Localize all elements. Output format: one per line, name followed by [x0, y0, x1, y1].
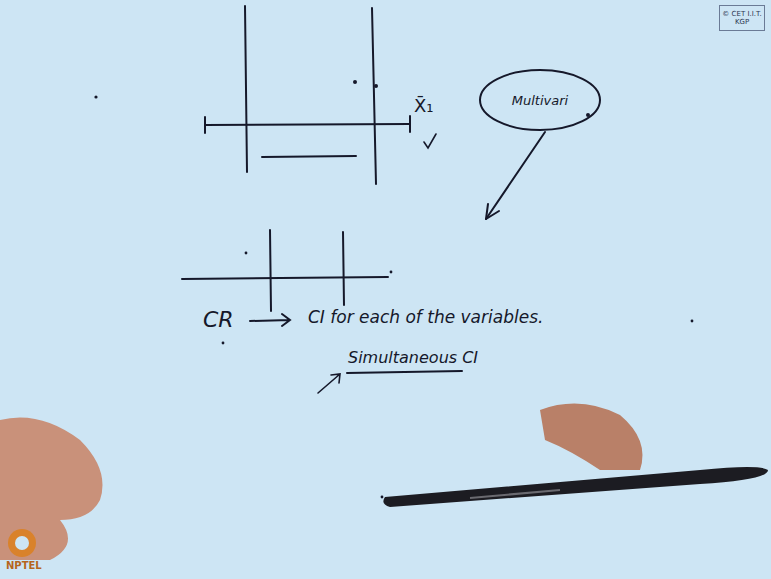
hand [0, 418, 103, 561]
implies-arrow [250, 314, 290, 326]
dot [222, 342, 225, 345]
dot [390, 271, 393, 274]
node-text: © CET I.I.T. KGP [722, 10, 762, 26]
copyright-box: © CET I.I.T. KGP [719, 5, 765, 31]
pointer-arrow [486, 132, 545, 219]
check-mark [424, 134, 436, 148]
interval-bound [343, 232, 344, 305]
variable-label: X̄₁ [414, 96, 434, 116]
interval-bound [245, 6, 247, 172]
short-interval [262, 156, 356, 157]
dot [381, 496, 384, 499]
dot [374, 84, 378, 88]
pen-clip [470, 490, 560, 498]
logo-mark [8, 529, 36, 557]
note-text: Simultaneous CI [348, 349, 478, 367]
logo-text: NPTEL [6, 560, 42, 571]
dot [245, 252, 248, 255]
underline [347, 371, 462, 373]
note-text: CI for each of the variables. [308, 308, 543, 327]
dot [691, 320, 694, 323]
pen [383, 467, 768, 507]
logo-mark [15, 536, 29, 550]
ellipse-note: Multivari [478, 68, 602, 132]
note-text: CR [203, 308, 234, 332]
interval-line [182, 277, 388, 279]
interval-tick [205, 116, 410, 133]
dot [94, 95, 97, 98]
outline [480, 70, 600, 130]
interval-bound [270, 230, 271, 311]
arrow-head [486, 204, 499, 219]
interval-line [205, 124, 410, 125]
outline [720, 6, 765, 31]
dot [353, 80, 357, 84]
node-text: Multivari [512, 93, 568, 108]
interval-bound [372, 8, 376, 184]
pointer-arrow [318, 374, 340, 393]
hand [540, 404, 643, 470]
